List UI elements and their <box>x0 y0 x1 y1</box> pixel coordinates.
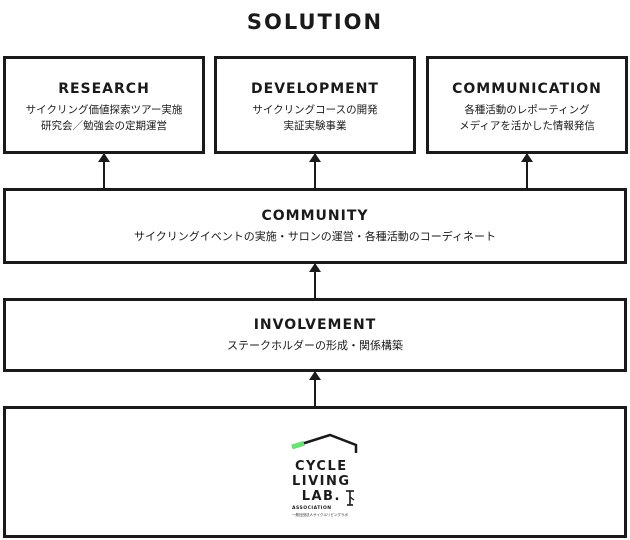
development-line-2: 実証実験事業 <box>283 120 347 132</box>
development-line-1: サイクリングコースの開発 <box>252 104 378 116</box>
logo-line-1: CYCLE <box>294 459 348 474</box>
communication-box: COMMUNICATION 各種活動のレポーティング メディアを活かした情報発信 <box>426 56 628 154</box>
development-box: DEVELOPMENT サイクリングコースの開発 実証実験事業 <box>214 56 416 154</box>
logo-association: ASSOCIATION <box>292 506 332 511</box>
arrow-up-involvement <box>309 371 321 406</box>
development-title: DEVELOPMENT <box>251 81 379 97</box>
research-box: RESEARCH サイクリング価値探索ツアー実施 研究会／勉強会の定期運営 <box>3 56 205 154</box>
research-line-2: 研究会／勉強会の定期運営 <box>41 120 167 132</box>
involvement-line: ステークホルダーの形成・関係構築 <box>227 339 403 352</box>
logo-wordmark: CYCLE LIVING LAB. <box>292 459 351 504</box>
community-title: COMMUNITY <box>261 208 369 224</box>
logo-line-3-text: LAB. <box>301 489 341 504</box>
involvement-title: INVOLVEMENT <box>253 317 377 333</box>
research-line-1: サイクリング価値探索ツアー実施 <box>25 104 183 116</box>
arrow-up-community <box>309 263 321 298</box>
logo-subtitle: 一般社団法人サイクルリビングラボ <box>292 513 348 517</box>
logo-line-3: LAB. <box>292 489 351 504</box>
arrow-up-research <box>98 153 110 188</box>
communication-line-2: メディアを活かした情報発信 <box>459 120 595 132</box>
community-line: サイクリングイベントの実施・サロンの運営・各種活動のコーディネート <box>133 230 496 243</box>
cycle-living-lab-logo: CYCLE LIVING LAB. ASSOCIATION 一般社団法人サイクル… <box>290 429 370 529</box>
communication-line-1: 各種活動のレポーティング <box>464 104 590 116</box>
cyclist-figure-icon <box>346 490 355 506</box>
communication-title: COMMUNICATION <box>452 81 602 97</box>
involvement-box: INVOLVEMENT ステークホルダーの形成・関係構築 <box>3 298 627 372</box>
community-box: COMMUNITY サイクリングイベントの実施・サロンの運営・各種活動のコーディ… <box>3 188 627 264</box>
diagram-title: SOLUTION <box>246 10 384 34</box>
arrow-up-development <box>309 153 321 188</box>
research-title: RESEARCH <box>58 81 150 97</box>
house-roof-icon <box>291 433 358 453</box>
logo-line-2: LIVING <box>292 474 351 489</box>
arrow-up-communication <box>521 153 533 188</box>
foundation-box: CYCLE LIVING LAB. ASSOCIATION 一般社団法人サイクル… <box>3 406 627 538</box>
